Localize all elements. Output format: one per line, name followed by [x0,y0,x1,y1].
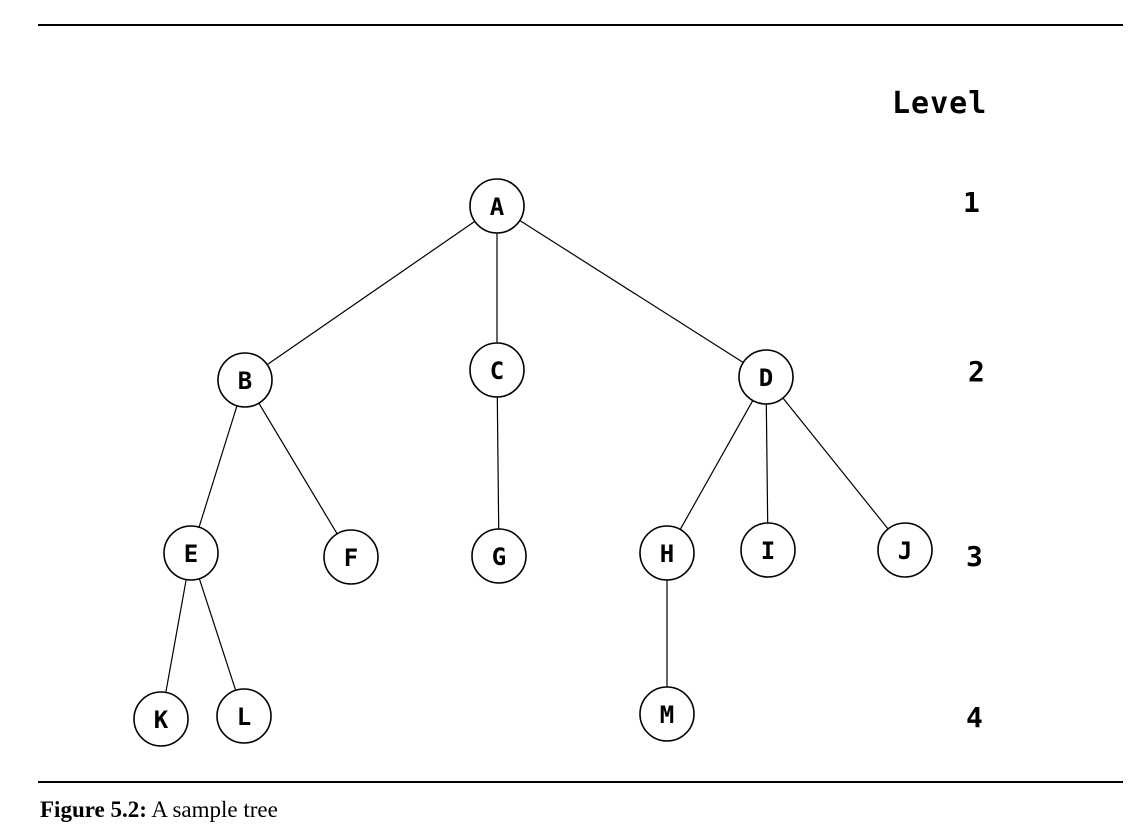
node-label: M [660,701,674,729]
edge-E-L [198,578,237,691]
node-label: L [237,703,251,731]
tree-node-F: F [323,529,379,585]
node-label: K [154,706,169,734]
tree-node-M: M [639,686,695,742]
node-circle [216,688,272,744]
node-circle [469,342,525,398]
tree-nodes: A B C D E F G H I J K L M [133,178,933,747]
node-label: A [490,193,505,221]
node-circle [740,522,796,578]
figure-caption: Figure 5.2: A sample tree [40,797,278,823]
node-circle [133,691,189,747]
caption-text: A sample tree [151,797,278,822]
node-circle [639,686,695,742]
edge-D-I [765,403,769,524]
tree-node-A: A [469,178,525,234]
node-circle [639,525,695,581]
edge-A-B [266,220,476,366]
tree-node-C: C [469,342,525,398]
edge-E-K [165,579,187,693]
level-number-2: 2 [968,355,985,388]
level-number-3: 3 [966,540,983,573]
tree-node-E: E [163,525,219,581]
tree-node-B: B [217,352,273,408]
node-label: J [898,537,912,565]
bottom-rule [38,781,1123,783]
node-circle [469,178,525,234]
node-label: B [238,367,252,395]
edge-A-D [519,219,744,364]
caption-label: Figure 5.2: [40,797,147,822]
tree-node-D: D [738,349,794,405]
node-circle [163,525,219,581]
tree-edges [165,219,889,693]
node-circle [471,528,527,584]
level-number-1: 1 [963,186,980,219]
level-number-4: 4 [966,701,983,734]
tree-node-J: J [877,522,933,578]
edge-B-F [258,402,338,535]
node-circle [217,352,273,408]
node-label: F [344,544,358,572]
edge-D-H [679,400,754,530]
node-label: I [761,537,775,565]
top-rule [38,24,1123,26]
tree-node-H: H [639,525,695,581]
node-label: G [492,543,506,571]
level-header: Level [892,86,988,121]
node-label: C [490,357,504,385]
node-circle [877,522,933,578]
node-label: H [660,540,674,568]
tree-node-K: K [133,691,189,747]
edge-C-G [496,396,500,530]
tree-node-G: G [471,528,527,584]
tree-node-I: I [740,522,796,578]
node-circle [738,349,794,405]
edge-D-J [782,397,889,530]
tree-node-L: L [216,688,272,744]
node-label: E [184,540,198,568]
node-circle [323,529,379,585]
node-label: D [759,364,773,392]
edge-B-E [198,405,238,528]
